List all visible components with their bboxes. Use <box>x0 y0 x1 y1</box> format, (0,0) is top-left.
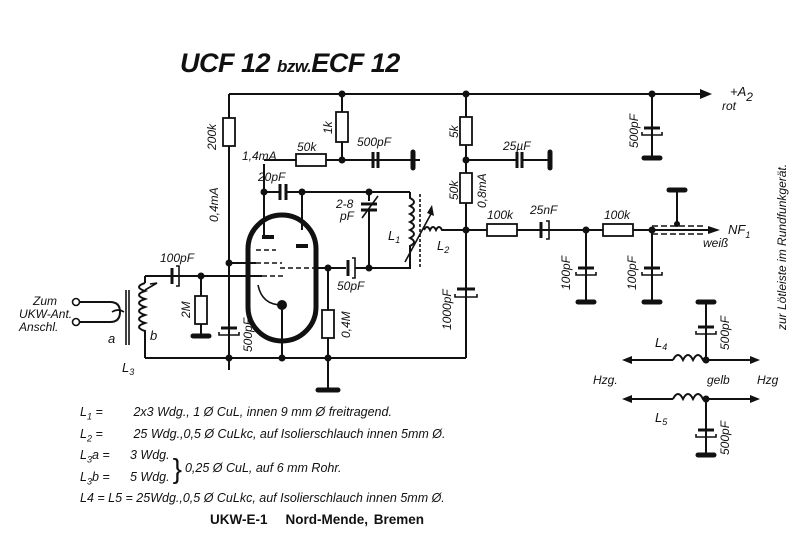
capacitor-100pF-b <box>641 230 663 305</box>
coil-note-L4-L5: L4 = L5 = 25Wdg.,0,5 Ø CuLkc, auf Isolie… <box>80 491 445 505</box>
label-50k-right: 50k <box>447 180 461 200</box>
label-trimmer: 2-8 <box>335 197 354 211</box>
label-500pF-top: 500pF <box>357 135 392 149</box>
capacitor-500pF-top <box>371 149 416 171</box>
inductor-L2 <box>423 226 470 234</box>
inductor-L4 <box>622 299 760 364</box>
diagram-title: UCF 12 bzw.ECF 12 <box>180 48 400 79</box>
label-L3-b: b <box>150 328 157 343</box>
capacitor-1000pF <box>454 287 478 298</box>
label-2M: 2M <box>179 301 193 319</box>
label-500pF-supply: 500pF <box>627 113 641 148</box>
label-1k: 1k <box>321 120 335 134</box>
capacitor-500pF-cathode <box>218 326 240 336</box>
inductor-L3 <box>71 276 158 358</box>
label-L3: L3 <box>122 360 134 377</box>
heater-color-label: gelb <box>707 373 730 387</box>
ground-rail <box>145 300 467 362</box>
antenna-label-line1: Zum <box>32 294 57 308</box>
brace: } <box>172 452 182 484</box>
label-trimmer-unit: pF <box>339 209 355 223</box>
label-L1: L1 <box>388 228 400 245</box>
capacitor-500pF-supply <box>641 94 663 161</box>
inductor-L5 <box>622 393 760 458</box>
antenna-label-line3: Anschl. <box>18 320 58 334</box>
grid-wiring <box>145 257 373 280</box>
side-note: zur Lötleiste im Rundfunkgerät. <box>775 163 789 330</box>
label-0-8mA: 0,8mA <box>475 173 489 208</box>
caption: UKW-E-1 Nord-Mende, Bremen <box>210 512 424 527</box>
title-connector: bzw. <box>277 57 312 76</box>
label-25nF: 25nF <box>529 203 558 217</box>
label-500pF-L5: 500pF <box>718 420 732 455</box>
label-L4: L4 <box>655 335 667 352</box>
coil-note-L1: L1 = 2x3 Wdg., 1 Ø CuL, innen 9 mm Ø fre… <box>80 405 392 422</box>
capacitor-trimmer-2-8pF <box>361 192 379 268</box>
caption-model: UKW-E-1 <box>210 512 268 527</box>
label-100pF-b: 100pF <box>625 255 639 290</box>
resistor-0-4M <box>315 268 341 393</box>
label-L2: L2 <box>437 238 449 255</box>
coil-specifications: L1 = 2x3 Wdg., 1 Ø CuL, innen 9 mm Ø fre… <box>80 404 445 507</box>
resistor-100k-2 <box>602 223 634 237</box>
antenna-label-line2: UKW-Ant. <box>19 307 72 321</box>
label-500pF-cathode: 500pF <box>241 317 255 352</box>
label-L3-a: a <box>108 331 115 346</box>
label-0-4mA: 0,4mA <box>207 187 221 222</box>
label-25uF: 25µF <box>502 139 531 153</box>
heater-right-label: Hzg <box>757 373 779 387</box>
label-5k: 5k <box>447 124 461 138</box>
nf-color-label: weiß <box>703 236 728 250</box>
label-100k-2: 100k <box>604 208 631 222</box>
label-50k-top: 50k <box>297 140 317 154</box>
title-tube-ucf12: UCF 12 <box>180 48 271 78</box>
resistor-2M <box>190 276 212 339</box>
coil-note-L3: L3a =3 Wdg. L3b =5 Wdg. } 0,25 Ø CuL, au… <box>80 448 342 486</box>
supply-color-label: rot <box>722 99 737 113</box>
label-200k: 200k <box>205 123 219 151</box>
label-L5: L5 <box>655 410 668 427</box>
inductor-L1 <box>369 192 434 269</box>
title-tube-ecf12: ECF 12 <box>311 48 400 78</box>
label-1000pF: 1000pF <box>440 289 454 330</box>
nf-label: NF1 <box>728 222 750 240</box>
heater-left-label: Hzg. <box>593 373 618 387</box>
capacitor-25uF <box>466 149 553 171</box>
label-100pF-a: 100pF <box>559 255 573 290</box>
capacitor-100pF-input <box>170 265 180 287</box>
caption-maker: Nord-Mende, Bremen <box>285 512 425 527</box>
label-1-4mA: 1,4mA <box>242 149 277 163</box>
label-500pF-L4: 500pF <box>718 315 732 350</box>
coil-note-L2: L2 = 25 Wdg.,0,5 Ø CuLkc, auf Isoliersch… <box>80 426 446 444</box>
nf-output-path <box>466 187 720 240</box>
resistor-200k <box>222 94 236 370</box>
resistor-50k-anode <box>263 153 420 237</box>
resistor-1k <box>335 94 349 164</box>
antenna-terminal-1 <box>71 297 81 307</box>
label-100k-1: 100k <box>487 208 514 222</box>
label-100pF-input: 100pF <box>160 251 195 265</box>
resistor-100k-1 <box>486 223 518 237</box>
label-50pF: 50pF <box>337 279 365 293</box>
capacitor-100pF-a <box>575 230 597 305</box>
resistor-50k-right <box>459 172 473 204</box>
supply-label: +A2 <box>730 84 753 104</box>
antenna-terminal-2 <box>71 317 81 327</box>
label-20pF: 20pF <box>257 170 286 184</box>
supply-rail <box>229 89 712 99</box>
label-0-4M: 0,4M <box>339 311 353 338</box>
